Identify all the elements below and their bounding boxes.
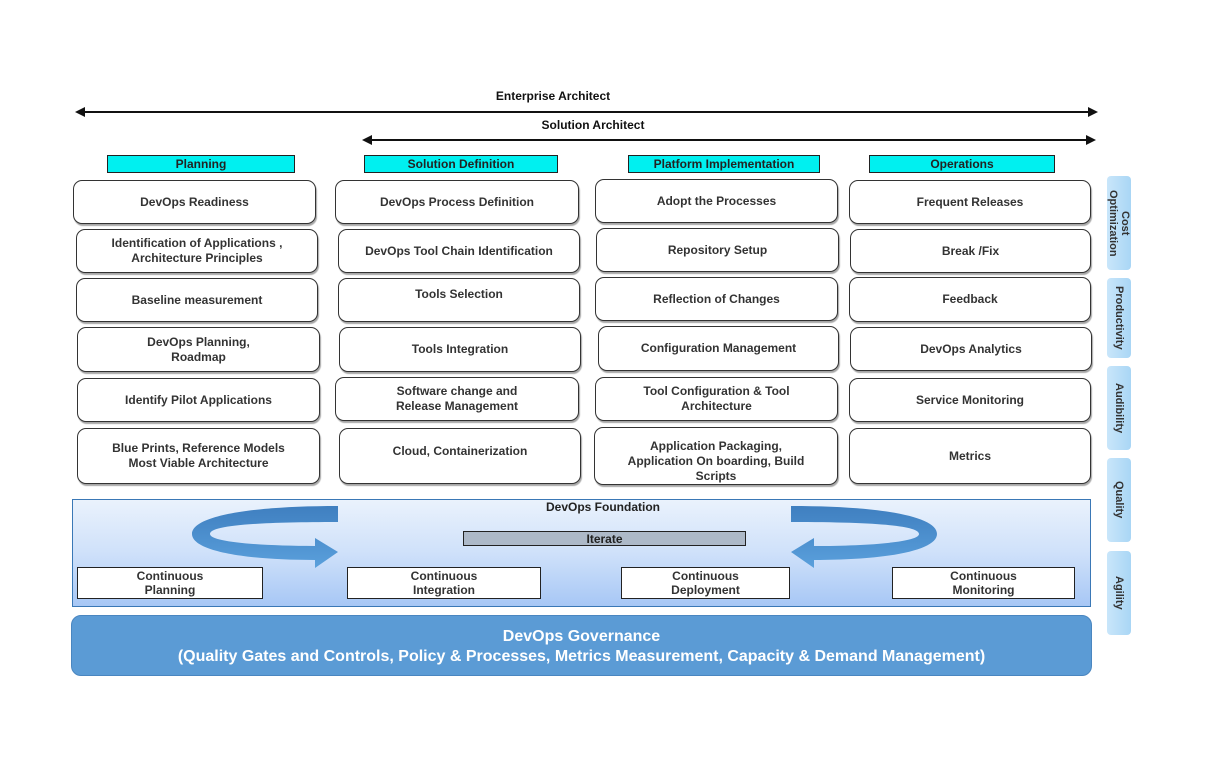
planning-item: Blue Prints, Reference Models Most Viabl…	[77, 428, 320, 484]
operations-item: Service Monitoring	[849, 378, 1091, 422]
platform-implementation-item: Application Packaging, Application On bo…	[594, 427, 838, 485]
devops-governance-bar: DevOps Governance (Quality Gates and Con…	[71, 615, 1092, 676]
side-label-productivity: Productivity	[1107, 278, 1131, 358]
operations-item: DevOps Analytics	[850, 327, 1092, 371]
solution-definition-item: Software change and Release Management	[335, 377, 579, 421]
platform-implementation-item: Configuration Management	[598, 326, 839, 371]
phase-header-operations: Operations	[869, 155, 1055, 173]
solution-architect-label: Solution Architect	[541, 118, 645, 132]
platform-implementation-item: Tool Configuration & Tool Architecture	[595, 377, 838, 421]
operations-item: Break /Fix	[850, 229, 1091, 273]
platform-implementation-item: Adopt the Processes	[595, 179, 838, 223]
planning-item: DevOps Readiness	[73, 180, 316, 224]
stage-continuous-planning: Continuous Planning	[77, 567, 263, 599]
side-label-cost-optimization: Cost Optimization	[1107, 176, 1131, 270]
solution-definition-item: DevOps Tool Chain Identification	[338, 229, 580, 273]
side-label-audibility: Audibility	[1107, 366, 1131, 450]
operations-item: Metrics	[849, 428, 1091, 484]
solution-definition-item: DevOps Process Definition	[335, 180, 579, 224]
governance-subtitle: (Quality Gates and Controls, Policy & Pr…	[177, 648, 986, 665]
solution-definition-item: Cloud, Containerization	[339, 428, 581, 484]
planning-item: Baseline measurement	[76, 278, 318, 322]
phase-header-solution-definition: Solution Definition	[364, 155, 558, 173]
platform-implementation-item: Repository Setup	[596, 228, 839, 272]
enterprise-architect-label: Enterprise Architect	[495, 89, 611, 103]
solution-definition-item: Tools Integration	[339, 327, 581, 372]
governance-title: DevOps Governance	[502, 628, 661, 645]
planning-item: Identify Pilot Applications	[77, 378, 320, 422]
platform-implementation-item: Reflection of Changes	[595, 277, 838, 321]
stage-continuous-integration: Continuous Integration	[347, 567, 541, 599]
cycle-arrow-left-icon	[192, 506, 338, 568]
planning-item: Identification of Applications , Archite…	[76, 229, 318, 273]
phase-header-platform-implementation: Platform Implementation	[628, 155, 820, 173]
phase-header-planning: Planning	[107, 155, 295, 173]
planning-item: DevOps Planning, Roadmap	[77, 327, 320, 372]
operations-item: Frequent Releases	[849, 180, 1091, 224]
solution-definition-item: Tools Selection	[338, 278, 580, 322]
operations-item: Feedback	[849, 277, 1091, 322]
stage-continuous-deployment: Continuous Deployment	[621, 567, 790, 599]
side-label-quality: Quality	[1107, 458, 1131, 542]
stage-continuous-monitoring: Continuous Monitoring	[892, 567, 1075, 599]
iterate-bar: Iterate	[463, 531, 746, 546]
side-label-agility: Agility	[1107, 551, 1131, 635]
cycle-arrow-right-icon	[791, 506, 937, 568]
devops-foundation-title: DevOps Foundation	[546, 500, 660, 514]
